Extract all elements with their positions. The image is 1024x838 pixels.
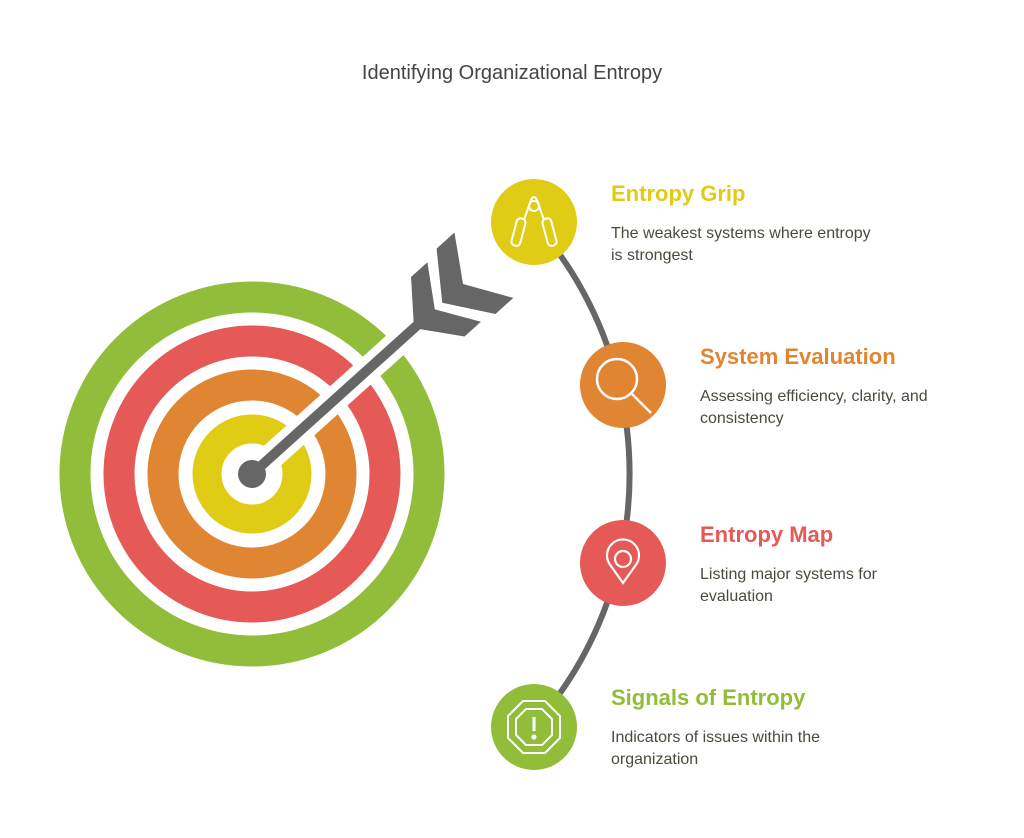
step-3-heading: Entropy Map	[700, 522, 834, 547]
target-ring-red	[103, 325, 401, 623]
target-ring-yellow	[192, 414, 312, 534]
connector-arc	[531, 220, 633, 728]
hand-grip-icon	[510, 196, 558, 247]
target	[59, 281, 445, 667]
arrow-fletching	[411, 232, 514, 337]
step-node-1	[491, 179, 577, 265]
step-node-3	[580, 520, 666, 606]
arrow-shaft	[248, 306, 438, 478]
step-1-description: The weakest systems where entropy is str…	[611, 225, 871, 264]
step-2-heading: System Evaluation	[700, 344, 896, 369]
arrow-tip	[238, 460, 266, 488]
step-4-heading: Signals of Entropy	[611, 685, 806, 710]
step-2-description: Assessing efficiency, clarity, and consi…	[700, 388, 928, 427]
step-4-description: Indicators of issues within the organiza…	[611, 729, 820, 768]
warning-octagon-icon	[507, 700, 561, 754]
arrow	[238, 232, 514, 488]
target-ring-green	[59, 281, 445, 667]
step-node-2	[580, 342, 666, 428]
map-pin-icon	[605, 538, 641, 585]
target-ring-orange	[147, 369, 357, 579]
magnifier-icon	[595, 357, 652, 414]
step-3-description: Listing major systems for evaluation	[700, 566, 877, 605]
step-1-heading: Entropy Grip	[611, 181, 746, 206]
step-node-4	[491, 684, 577, 770]
diagram-title: Identifying Organizational Entropy	[361, 62, 663, 84]
